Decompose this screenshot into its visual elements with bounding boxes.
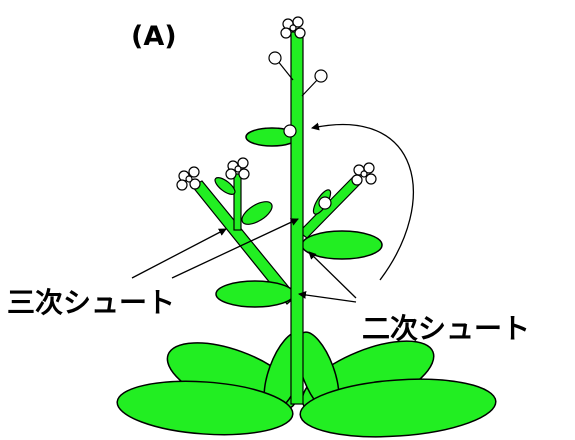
secondary-shoot-label: 二次シュート (362, 312, 530, 345)
shoot-leaf (238, 197, 275, 229)
flower-cluster-left (177, 167, 200, 190)
tertiary-shoot-stem (234, 174, 241, 230)
bud (319, 197, 331, 209)
panel-label: (A) (131, 21, 177, 52)
right-secondary-shoot (299, 177, 361, 238)
bud (315, 70, 327, 82)
right-shoot-stem (299, 177, 361, 238)
cauline-leaf (216, 281, 294, 307)
bud (269, 52, 281, 64)
cauline-leaf (302, 231, 382, 259)
tertiary-arrow-left (132, 229, 226, 278)
secondary-arrow-base (299, 294, 356, 302)
flower-cluster-right (352, 163, 376, 185)
tertiary-shoot-label: 三次シュート (7, 286, 175, 319)
main-stem (291, 32, 303, 404)
bud (284, 125, 296, 137)
